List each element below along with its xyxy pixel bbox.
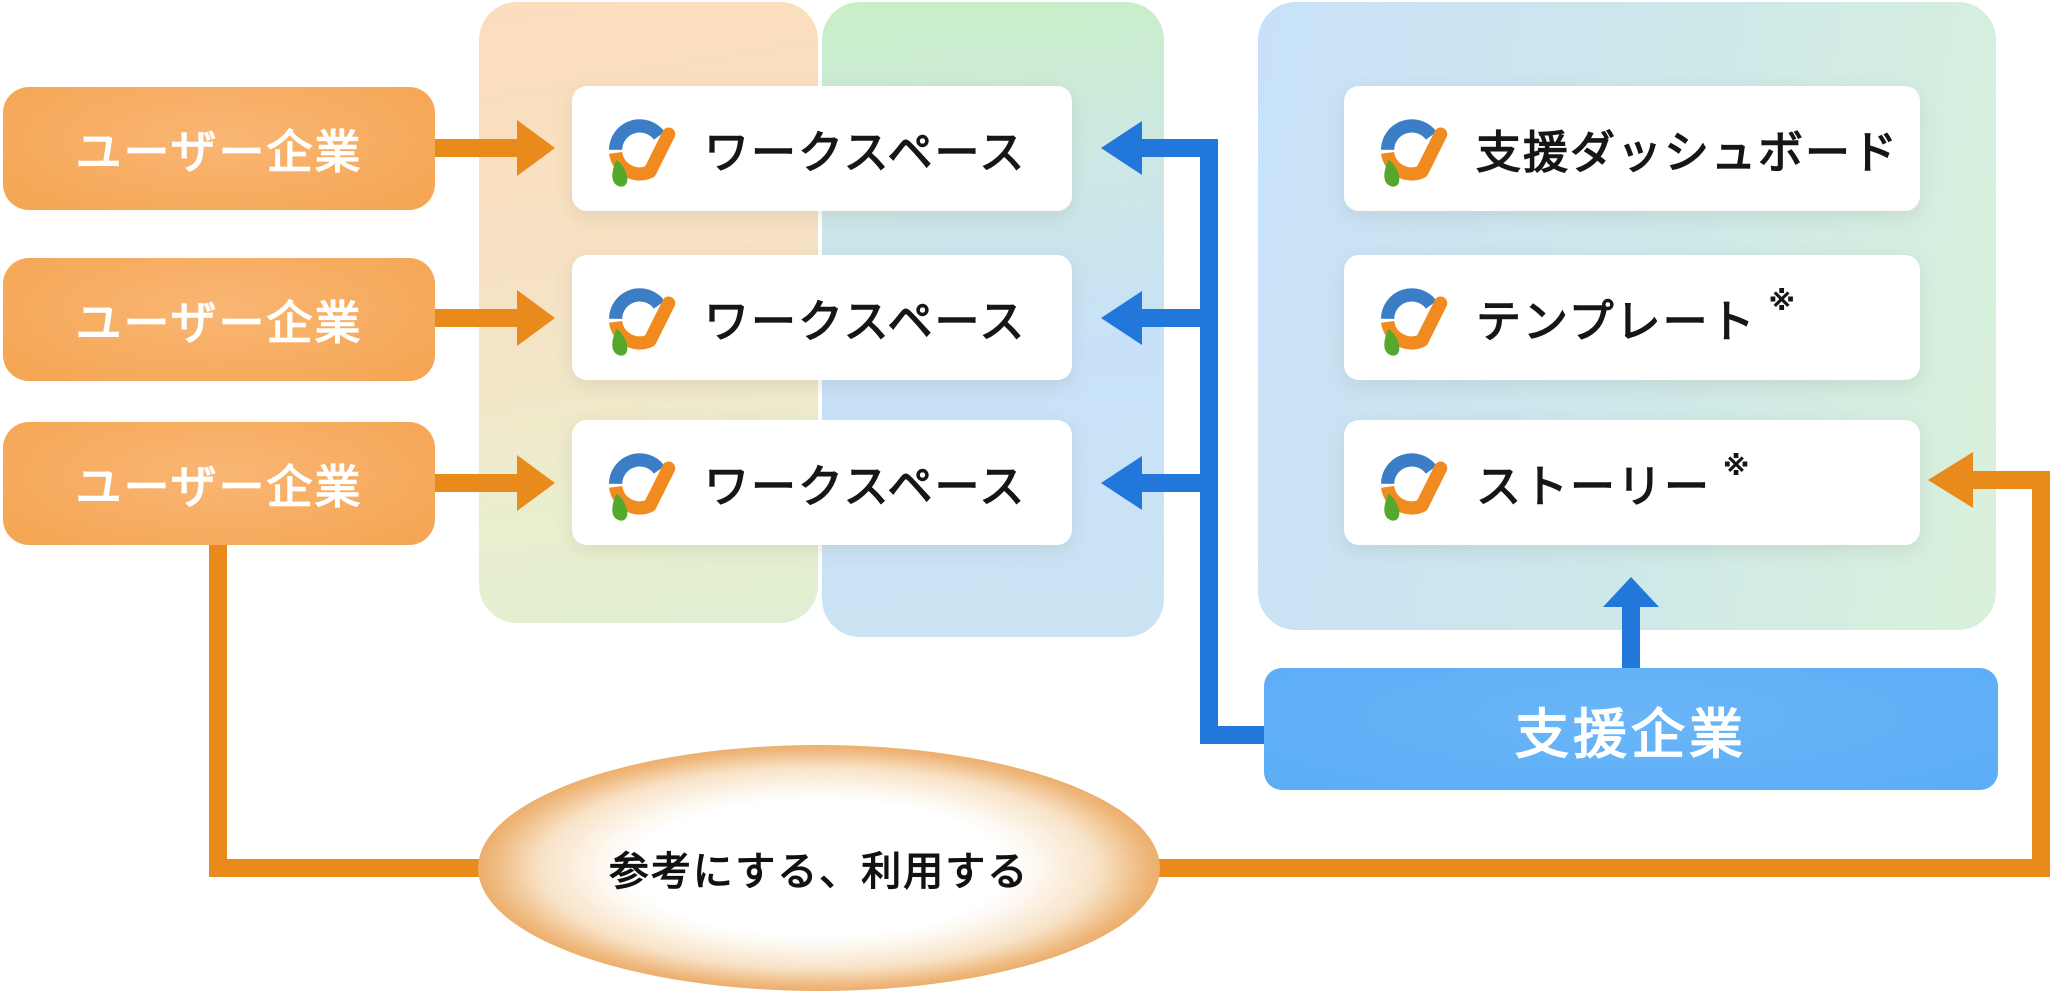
- arrow-user2-to-workspace2: [433, 290, 555, 346]
- app-logo-icon: [600, 444, 678, 522]
- support-card-label: ストーリー: [1476, 461, 1712, 512]
- story-card: ストーリー ※: [1344, 420, 1920, 545]
- user-company-label: ユーザー企業: [75, 460, 363, 513]
- support-card-label: 支援ダッシュボード: [1476, 127, 1900, 178]
- app-logo-icon: [1372, 110, 1450, 188]
- user-company-box-2: ユーザー企業: [3, 258, 435, 381]
- app-logo-icon: [1372, 444, 1450, 522]
- support-card-note: ※: [1768, 286, 1795, 316]
- arrow-user1-to-workspace1: [433, 120, 555, 176]
- support-card-note: ※: [1723, 451, 1750, 481]
- app-logo-icon: [600, 279, 678, 357]
- workspace-card-2: ワークスペース: [572, 255, 1072, 380]
- support-dashboard-card: 支援ダッシュボード: [1344, 86, 1920, 211]
- loop-label: 参考にする、利用する: [608, 850, 1030, 894]
- arrow-user3-to-workspace3: [433, 455, 555, 511]
- support-card-label: テンプレート: [1476, 296, 1757, 347]
- app-logo-icon: [600, 110, 678, 188]
- user-company-box-1: ユーザー企業: [3, 87, 435, 210]
- workspace-label: ワークスペース: [704, 127, 1027, 178]
- user-company-box-3: ユーザー企業: [3, 422, 435, 545]
- arrow-support-to-story: [1603, 577, 1659, 668]
- workspace-label: ワークスペース: [704, 461, 1027, 512]
- loop-ellipse: 参考にする、利用する: [478, 745, 1160, 991]
- support-company-label: 支援企業: [1515, 704, 1747, 765]
- user-company-label: ユーザー企業: [75, 125, 363, 178]
- workspace-card-3: ワークスペース: [572, 420, 1072, 545]
- workspace-label: ワークスペース: [704, 296, 1027, 347]
- app-logo-icon: [1372, 279, 1450, 357]
- user-company-label: ユーザー企業: [75, 296, 363, 349]
- template-card: テンプレート ※: [1344, 255, 1920, 380]
- arrow-support-to-workspaces: [1101, 121, 1266, 744]
- workspace-card-1: ワークスペース: [572, 86, 1072, 211]
- support-company-box: 支援企業: [1264, 668, 1998, 790]
